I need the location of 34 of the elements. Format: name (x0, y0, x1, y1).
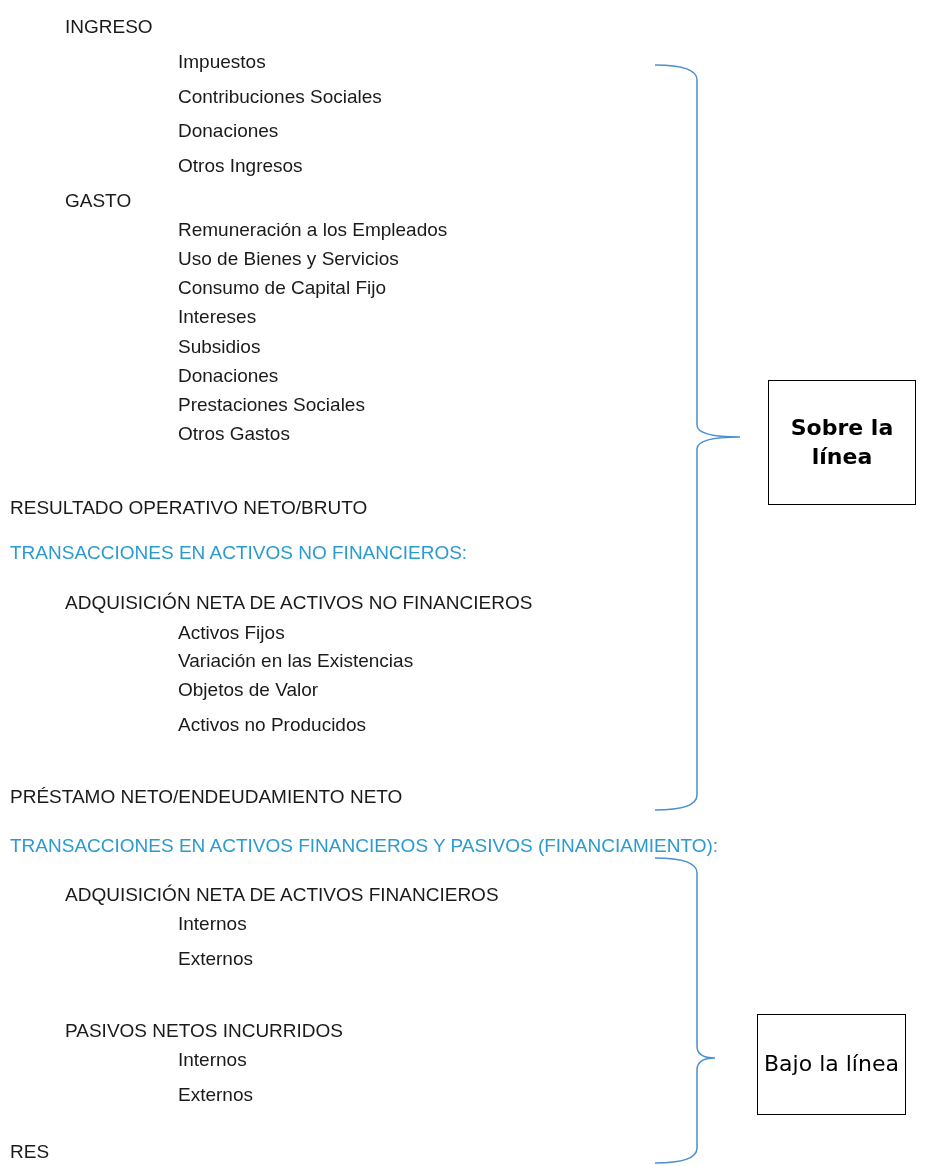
item-label: Uso de Bienes y Servicios (178, 248, 399, 270)
section-heading: PRÉSTAMO NETO/ENDEUDAMIENTO NETO (10, 786, 403, 808)
item-label: Otros Ingresos (178, 155, 303, 177)
section-heading: INGRESO (65, 16, 153, 38)
item-label: Subsidios (178, 336, 261, 358)
section-heading: GASTO (65, 190, 132, 212)
label-box (757, 1014, 906, 1115)
item-label: Donaciones (178, 120, 279, 142)
item-label: Internos (178, 1049, 247, 1071)
item-label: Remuneración a los Empleados (178, 219, 448, 241)
box-label: Bajo la línea (764, 1050, 899, 1079)
item-label: Impuestos (178, 51, 266, 73)
item-label: Variación en las Existencias (178, 650, 414, 672)
item-label: Objetos de Valor (178, 679, 319, 701)
item-label: Intereses (178, 306, 257, 328)
item-label: Consumo de Capital Fijo (178, 277, 387, 299)
cut-text: RES (10, 1141, 50, 1163)
section-title: TRANSACCIONES EN ACTIVOS FINANCIEROS Y PASIVOS (FINANCIAMIENTO): (10, 835, 719, 857)
section-title: TRANSACCIONES EN ACTIVOS NO FINANCIEROS: (10, 542, 468, 564)
label-box (768, 380, 916, 505)
section-heading: ADQUISICIÓN NETA DE ACTIVOS FINANCIEROS (65, 884, 499, 906)
item-label: Prestaciones Sociales (178, 394, 365, 416)
section-heading: RESULTADO OPERATIVO NETO/BRUTO (10, 497, 368, 519)
item-label: Activos Fijos (178, 622, 285, 644)
section-heading: PASIVOS NETOS INCURRIDOS (65, 1020, 343, 1042)
item-label: Internos (178, 913, 247, 935)
box-label: Sobre la línea (789, 413, 895, 471)
item-label: Otros Gastos (178, 423, 290, 445)
item-label: Externos (178, 1084, 253, 1106)
section-heading: ADQUISICIÓN NETA DE ACTIVOS NO FINANCIEROS (65, 592, 533, 614)
item-label: Contribuciones Sociales (178, 86, 382, 108)
item-label: Externos (178, 948, 253, 970)
item-label: Donaciones (178, 365, 279, 387)
item-label: Activos no Producidos (178, 714, 366, 736)
